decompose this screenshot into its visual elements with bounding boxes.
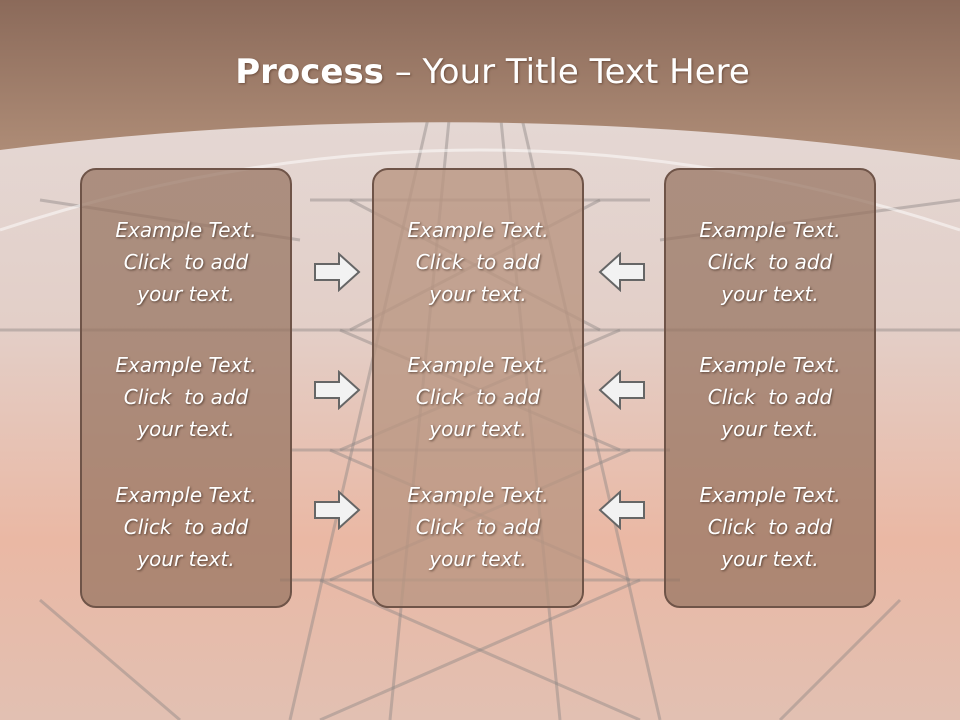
item-line: Click to add (707, 515, 833, 539)
item-line: Click to add (415, 515, 541, 539)
item-line: Click to add (123, 385, 249, 409)
arrow-right-icon (314, 370, 361, 410)
item-line: Example Text. (115, 218, 257, 242)
left-item-2[interactable]: Example Text. Click to add your text. (82, 349, 290, 445)
item-line: Example Text. (115, 353, 257, 377)
item-line: Click to add (123, 250, 249, 274)
left-box[interactable]: Example Text. Click to add your text. Ex… (80, 168, 292, 608)
item-line: your text. (429, 282, 527, 306)
middle-item-1[interactable]: Example Text. Click to add your text. (374, 214, 582, 310)
header-band (0, 0, 960, 160)
arrow-left-icon (598, 252, 645, 292)
left-item-1[interactable]: Example Text. Click to add your text. (82, 214, 290, 310)
item-line: Click to add (707, 250, 833, 274)
item-line: Example Text. (407, 218, 549, 242)
item-line: your text. (429, 547, 527, 571)
item-line: your text. (137, 282, 235, 306)
item-line: your text. (137, 417, 235, 441)
item-line: Example Text. (699, 353, 841, 377)
arrow-left-icon (598, 490, 645, 530)
item-line: your text. (137, 547, 235, 571)
right-item-1[interactable]: Example Text. Click to add your text. (666, 214, 874, 310)
right-item-3[interactable]: Example Text. Click to add your text. (666, 479, 874, 575)
middle-box[interactable]: Example Text. Click to add your text. Ex… (372, 168, 584, 608)
item-line: Example Text. (699, 218, 841, 242)
right-box[interactable]: Example Text. Click to add your text. Ex… (664, 168, 876, 608)
item-line: your text. (429, 417, 527, 441)
item-line: Example Text. (115, 483, 257, 507)
item-line: Example Text. (407, 353, 549, 377)
title-bold: Process (235, 52, 384, 92)
item-line: Example Text. (407, 483, 549, 507)
item-line: Click to add (415, 385, 541, 409)
slide-title: Process – Your Title Text Here (0, 52, 960, 92)
item-line: Example Text. (699, 483, 841, 507)
arrow-left-icon (598, 370, 645, 410)
arrow-right-icon (314, 490, 361, 530)
middle-item-3[interactable]: Example Text. Click to add your text. (374, 479, 582, 575)
item-line: Click to add (415, 250, 541, 274)
item-line: Click to add (707, 385, 833, 409)
item-line: your text. (721, 417, 819, 441)
middle-item-2[interactable]: Example Text. Click to add your text. (374, 349, 582, 445)
item-line: your text. (721, 282, 819, 306)
arrow-right-icon (314, 252, 361, 292)
item-line: your text. (721, 547, 819, 571)
item-line: Click to add (123, 515, 249, 539)
left-item-3[interactable]: Example Text. Click to add your text. (82, 479, 290, 575)
title-text: – Your Title Text Here (383, 52, 750, 92)
right-item-2[interactable]: Example Text. Click to add your text. (666, 349, 874, 445)
